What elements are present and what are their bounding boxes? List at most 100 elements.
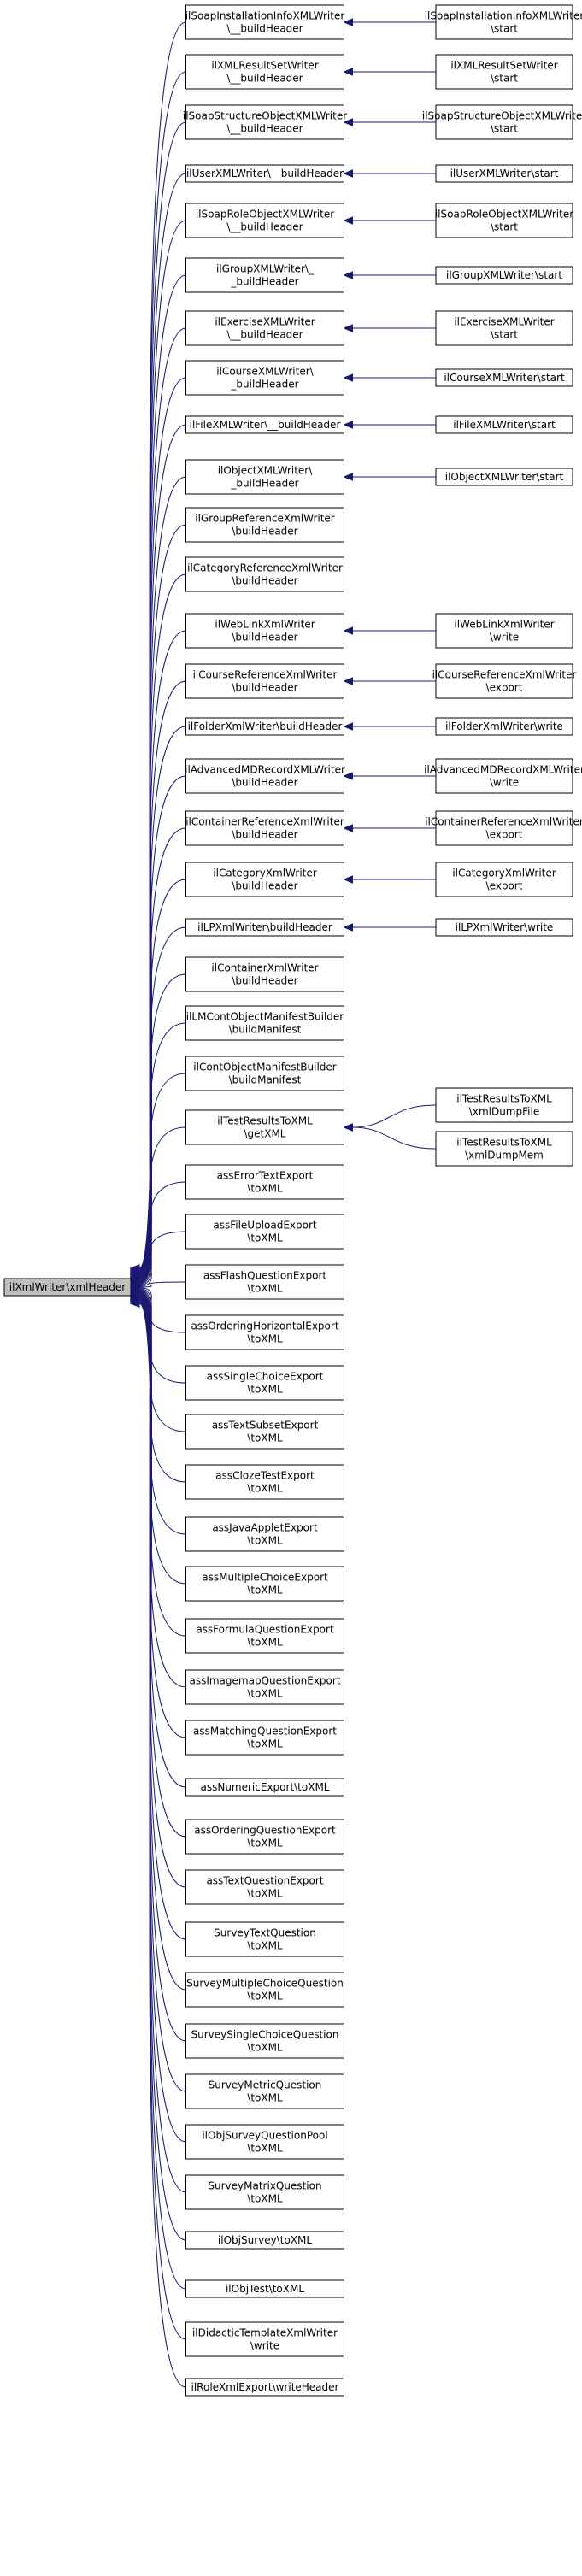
graph-node-n8[interactable]: ilFileXMLWriter\__buildHeader bbox=[185, 415, 344, 434]
graph-node-n38[interactable]: SurveyTextQuestion\toXML bbox=[185, 1921, 344, 1957]
node-label: ilSoapInstallationInfoXMLWriter bbox=[425, 10, 582, 22]
node-label: \getXML bbox=[244, 1128, 285, 1140]
graph-node-n35[interactable]: assNumericExport\toXML bbox=[185, 1778, 344, 1797]
graph-node-n27[interactable]: assSingleChoiceExport\toXML bbox=[185, 1365, 344, 1401]
node-box bbox=[185, 2378, 344, 2397]
node-box bbox=[435, 613, 573, 649]
graph-node-n30[interactable]: assJavaAppletExport\toXML bbox=[185, 1516, 344, 1552]
graph-node-s17[interactable]: ilTestResultsToXML\xmlDumpFile bbox=[435, 1087, 573, 1123]
call-edge bbox=[138, 1290, 186, 1535]
graph-node-n29[interactable]: assClozeTestExport\toXML bbox=[185, 1464, 344, 1500]
call-edge bbox=[138, 1297, 186, 1991]
graph-node-s16[interactable]: ilLPXmlWriter\write bbox=[435, 918, 573, 937]
graph-node-n24[interactable]: assFileUploadExport\toXML bbox=[185, 1214, 344, 1250]
graph-node-n12[interactable]: ilWebLinkXmlWriter\buildHeader bbox=[185, 613, 344, 649]
node-label: ilDidacticTemplateXmlWriter bbox=[192, 2327, 338, 2339]
graph-node-s4[interactable]: ilSoapRoleObjectXMLWriter\start bbox=[435, 203, 573, 238]
graph-node-s5[interactable]: ilGroupXMLWriter\start bbox=[435, 266, 573, 285]
graph-node-s15[interactable]: ilCategoryXmlWriter\export bbox=[435, 862, 573, 897]
graph-node-n33[interactable]: assImagemapQuestionExport\toXML bbox=[185, 1669, 344, 1705]
graph-node-n36[interactable]: assOrderingQuestionExport\toXML bbox=[185, 1819, 344, 1855]
graph-node-n2[interactable]: ilSoapStructureObjectXMLWriter\__buildHe… bbox=[183, 104, 347, 140]
graph-node-s6[interactable]: ilExerciseXMLWriter\start bbox=[435, 310, 573, 346]
node-label: \toXML bbox=[247, 2193, 283, 2205]
graph-node-n28[interactable]: assTextSubsetExport\toXML bbox=[185, 1414, 344, 1450]
node-box bbox=[3, 1278, 132, 1297]
node-box bbox=[185, 1414, 344, 1450]
node-label: \toXML bbox=[247, 1738, 283, 1750]
graph-node-n17[interactable]: ilCategoryXmlWriter\buildHeader bbox=[185, 862, 344, 897]
graph-node-s0[interactable]: ilSoapInstallationInfoXMLWriter\start bbox=[425, 4, 582, 40]
node-label: ilObjTest\toXML bbox=[226, 2283, 304, 2295]
root-node[interactable]: ilXmlWriter\xmlHeader bbox=[3, 1278, 132, 1297]
graph-node-s8[interactable]: ilFileXMLWriter\start bbox=[435, 415, 573, 434]
graph-node-s7[interactable]: ilCourseXMLWriter\start bbox=[435, 368, 573, 387]
graph-node-n40[interactable]: SurveySingleChoiceQuestion\toXML bbox=[185, 2023, 344, 2059]
graph-node-n19[interactable]: ilContainerXmlWriter\buildHeader bbox=[185, 956, 344, 992]
edge-arrowhead bbox=[343, 421, 353, 429]
graph-node-n3[interactable]: ilUserXMLWriter\__buildHeader bbox=[185, 164, 344, 183]
graph-node-n34[interactable]: assMatchingQuestionExport\toXML bbox=[185, 1720, 344, 1756]
graph-node-n39[interactable]: SurveyMultipleChoiceQuestion\toXML bbox=[185, 1972, 344, 2008]
graph-node-n16[interactable]: ilContainerReferenceXmlWriter\buildHeade… bbox=[185, 810, 344, 846]
node-label: SurveyMultipleChoiceQuestion bbox=[186, 1978, 344, 1990]
graph-node-n1[interactable]: ilXMLResultSetWriter\__buildHeader bbox=[185, 54, 344, 90]
node-box bbox=[185, 717, 344, 736]
graph-node-n15[interactable]: ilAdvancedMDRecordXMLWriter\buildHeader bbox=[185, 758, 345, 794]
graph-node-s13[interactable]: ilAdvancedMDRecordXMLWriter\write bbox=[424, 758, 582, 794]
node-label: ilSoapRoleObjectXMLWriter bbox=[435, 209, 573, 221]
graph-node-n14[interactable]: ilFolderXmlWriter\buildHeader bbox=[185, 717, 344, 736]
node-label: \toXML bbox=[247, 2092, 283, 2104]
node-label: ilUserXMLWriter\__buildHeader bbox=[186, 168, 344, 179]
graph-node-n32[interactable]: assFormulaQuestionExport\toXML bbox=[185, 1618, 344, 1654]
graph-node-n23[interactable]: assErrorTextExport\toXML bbox=[185, 1164, 344, 1200]
node-label: _buildHeader bbox=[230, 379, 298, 391]
graph-node-n37[interactable]: assTextQuestionExport\toXML bbox=[185, 1869, 344, 1905]
call-edge bbox=[138, 1303, 186, 2388]
graph-node-s18[interactable]: ilTestResultsToXML\xmlDumpMem bbox=[435, 1131, 573, 1167]
graph-node-n45[interactable]: ilObjTest\toXML bbox=[185, 2279, 344, 2298]
call-edge bbox=[138, 476, 186, 1276]
graph-node-n25[interactable]: assFlashQuestionExport\toXML bbox=[185, 1264, 344, 1300]
node-box bbox=[435, 310, 573, 346]
call-edge bbox=[138, 1231, 186, 1287]
graph-node-n9[interactable]: ilObjectXMLWriter\_buildHeader bbox=[185, 459, 344, 495]
graph-node-n26[interactable]: assOrderingHorizontalExport\toXML bbox=[185, 1314, 344, 1350]
node-label: assMatchingQuestionExport bbox=[193, 1726, 337, 1738]
graph-node-n13[interactable]: ilCourseReferenceXmlWriter\buildHeader bbox=[185, 663, 344, 699]
graph-node-n6[interactable]: ilExerciseXMLWriter\__buildHeader bbox=[185, 310, 344, 346]
graph-node-s11[interactable]: ilCourseReferenceXmlWriter\export bbox=[432, 663, 577, 699]
graph-node-n7[interactable]: ilCourseXMLWriter\_buildHeader bbox=[185, 360, 344, 396]
graph-node-n44[interactable]: ilObjSurvey\toXML bbox=[185, 2231, 344, 2250]
graph-node-n18[interactable]: ilLPXmlWriter\buildHeader bbox=[185, 918, 344, 937]
node-label: \toXML bbox=[247, 1888, 283, 1900]
graph-node-n21[interactable]: ilContObjectManifestBuilder\buildManifes… bbox=[185, 1056, 344, 1091]
edge-arrowhead bbox=[343, 677, 353, 685]
graph-node-s2[interactable]: ilSoapStructureObjectXMLWriter\start bbox=[422, 104, 582, 140]
graph-node-n42[interactable]: ilObjSurveyQuestionPool\toXML bbox=[185, 2124, 344, 2160]
node-box bbox=[185, 1214, 344, 1250]
graph-node-s12[interactable]: ilFolderXmlWriter\write bbox=[435, 717, 573, 736]
call-edge bbox=[138, 1281, 186, 1288]
node-box bbox=[435, 918, 573, 937]
graph-node-s14[interactable]: ilContainerReferenceXmlWriter\export bbox=[425, 810, 582, 846]
graph-node-s10[interactable]: ilWebLinkXmlWriter\write bbox=[435, 613, 573, 649]
call-edge bbox=[138, 424, 186, 1275]
graph-node-n46[interactable]: ilDidacticTemplateXmlWriter\write bbox=[185, 2321, 344, 2357]
node-label: assImagemapQuestionExport bbox=[189, 1675, 340, 1687]
node-box bbox=[185, 2174, 344, 2210]
graph-node-s3[interactable]: ilUserXMLWriter\start bbox=[435, 164, 573, 183]
graph-node-n47[interactable]: ilRoleXmlExport\writeHeader bbox=[185, 2378, 344, 2397]
graph-node-s9[interactable]: ilObjectXMLWriter\start bbox=[435, 468, 573, 486]
graph-node-n22[interactable]: ilTestResultsToXML\getXML bbox=[185, 1109, 344, 1145]
graph-node-n5[interactable]: ilGroupXMLWriter\__buildHeader bbox=[185, 257, 344, 293]
graph-node-n41[interactable]: SurveyMetricQuestion\toXML bbox=[185, 2073, 344, 2109]
graph-node-n11[interactable]: ilCategoryReferenceXmlWriter\buildHeader bbox=[185, 556, 344, 592]
graph-node-n0[interactable]: ilSoapInstallationInfoXMLWriter\__buildH… bbox=[185, 4, 345, 40]
graph-node-n10[interactable]: ilGroupReferenceXmlWriter\buildHeader bbox=[185, 507, 344, 543]
graph-node-n20[interactable]: ilLMContObjectManifestBuilder\buildManif… bbox=[185, 1005, 344, 1041]
graph-node-n4[interactable]: ilSoapRoleObjectXMLWriter\__buildHeader bbox=[185, 203, 344, 238]
graph-node-n31[interactable]: assMultipleChoiceExport\toXML bbox=[185, 1566, 344, 1602]
graph-node-n43[interactable]: SurveyMatrixQuestion\toXML bbox=[185, 2174, 344, 2210]
graph-node-s1[interactable]: ilXMLResultSetWriter\start bbox=[435, 54, 573, 90]
